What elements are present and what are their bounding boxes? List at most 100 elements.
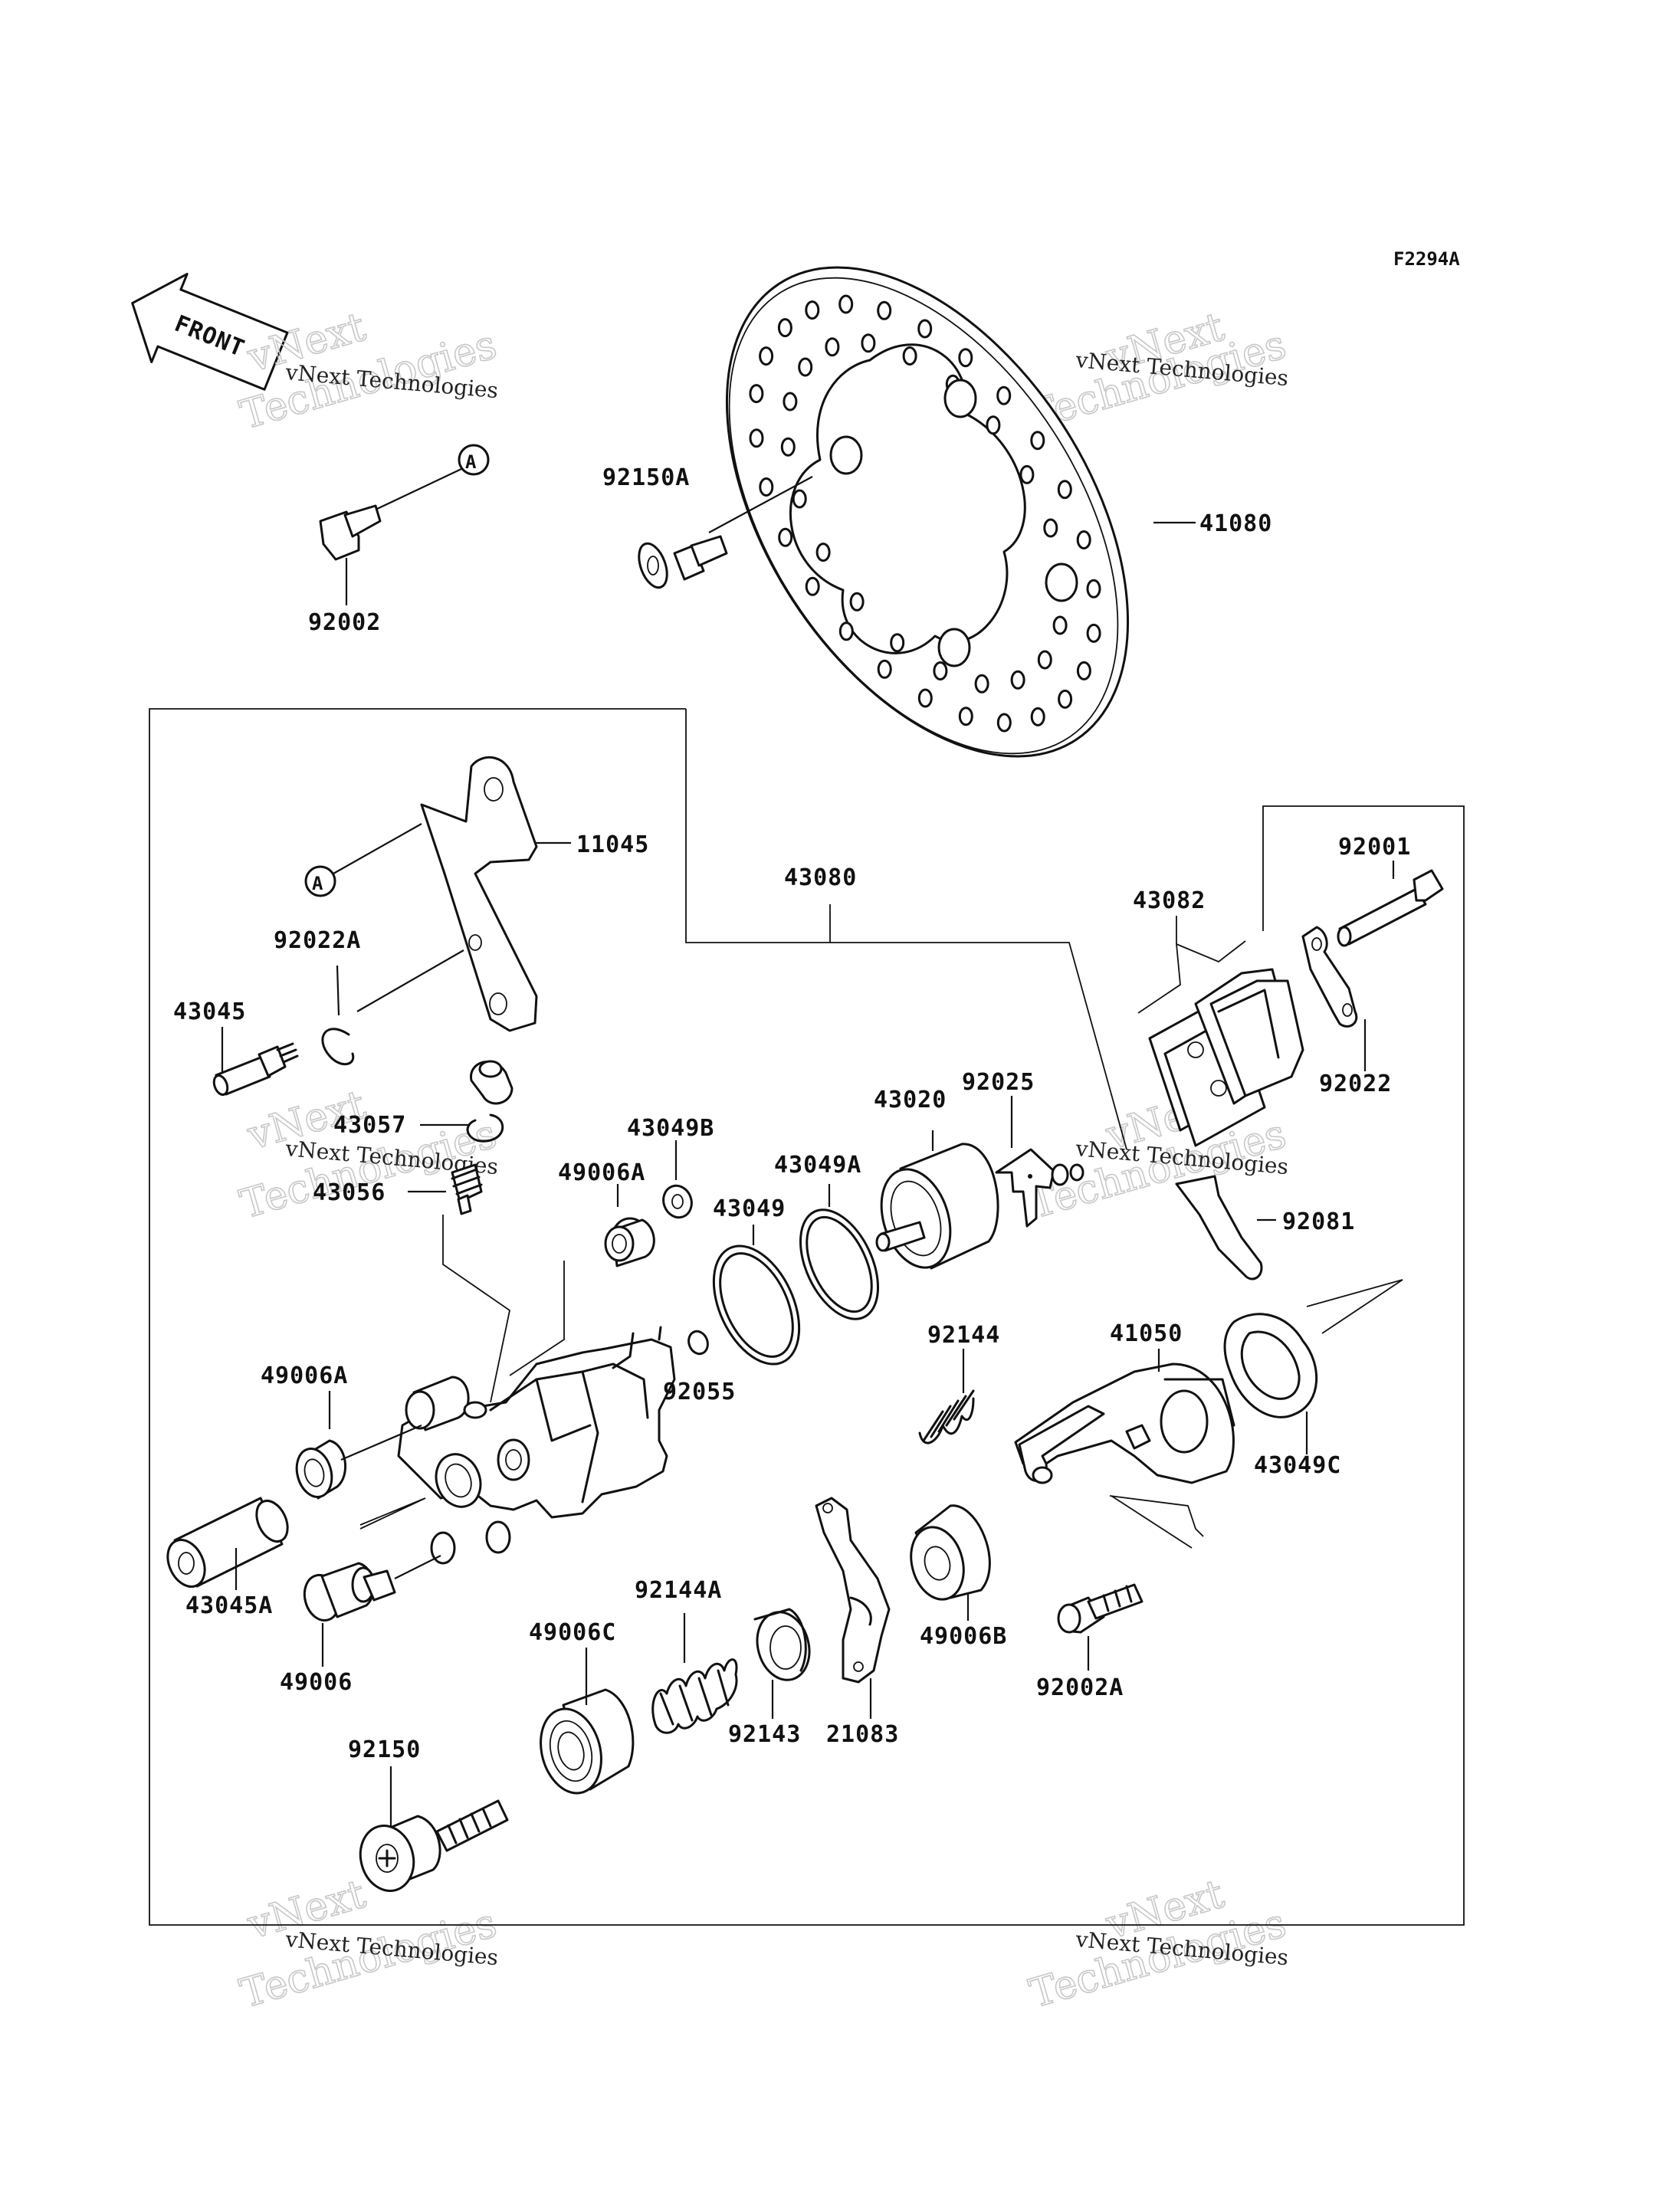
cap-92143 bbox=[753, 1608, 811, 1681]
caliper-lever-41050 bbox=[1014, 1362, 1235, 1484]
label-43045: 43045 bbox=[173, 998, 246, 1025]
label-92150A: 92150A bbox=[602, 464, 690, 491]
cap-bolt-49006 bbox=[303, 1562, 396, 1622]
dust-cap-49006C bbox=[540, 1688, 635, 1795]
spring-92144 bbox=[918, 1389, 975, 1444]
roller-49006B bbox=[910, 1504, 991, 1601]
bolt-92002 bbox=[319, 504, 382, 561]
washer-43049B bbox=[662, 1184, 693, 1219]
piston-43020 bbox=[875, 1143, 999, 1270]
disc-vent-hole bbox=[1086, 623, 1101, 643]
bleeder-valve-43056 bbox=[451, 1163, 483, 1215]
label-43049: 43049 bbox=[713, 1195, 786, 1222]
disc-vent-hole bbox=[805, 300, 820, 320]
ref-marker-a-bottom bbox=[304, 865, 336, 897]
seal-49006A-lower bbox=[295, 1439, 347, 1500]
disc-bolt-hole bbox=[937, 628, 971, 667]
assembly-outline bbox=[149, 708, 1465, 1926]
label-43045A: 43045A bbox=[185, 1592, 273, 1619]
disc-vent-hole bbox=[996, 713, 1012, 733]
bolt-92002A bbox=[1057, 1583, 1144, 1634]
disc-vent-hole bbox=[958, 348, 973, 368]
label-92022A: 92022A bbox=[274, 927, 361, 954]
disc-vent-hole bbox=[838, 294, 854, 314]
disc-vent-hole bbox=[861, 333, 876, 353]
disc-vent-hole bbox=[917, 319, 933, 339]
caliper-bracket-11045 bbox=[420, 756, 538, 1032]
brake-pads-43082 bbox=[1148, 968, 1304, 1147]
watermark-bottom-left: vNext Technologies vNext Technologies bbox=[235, 1871, 502, 2018]
label-92002A: 92002A bbox=[1036, 1674, 1124, 1701]
label-11045: 11045 bbox=[576, 831, 649, 858]
caliper-bolt-92150 bbox=[359, 1799, 509, 1892]
disc-bolt-hole bbox=[943, 379, 977, 418]
label-49006: 49006 bbox=[280, 1669, 353, 1696]
pad-bolt-92001 bbox=[1337, 869, 1444, 947]
disc-vent-hole bbox=[759, 346, 774, 366]
disc-vent-hole bbox=[974, 674, 989, 694]
seal-ring-43049 bbox=[712, 1244, 801, 1366]
clip-92022 bbox=[1301, 926, 1358, 1028]
label-43020: 43020 bbox=[874, 1087, 947, 1113]
ref-marker-a-top-label: A bbox=[465, 451, 477, 473]
disc-vent-hole bbox=[749, 384, 764, 404]
disc-vent-hole bbox=[1043, 518, 1058, 538]
pin-43045A bbox=[166, 1497, 289, 1588]
pin-43045 bbox=[212, 1042, 299, 1097]
label-43057: 43057 bbox=[333, 1112, 406, 1139]
label-43049C: 43049C bbox=[1254, 1452, 1341, 1479]
disc-vent-hole bbox=[1030, 707, 1045, 726]
label-43080: 43080 bbox=[784, 864, 857, 891]
disc-vent-hole bbox=[1058, 689, 1073, 709]
label-41080: 41080 bbox=[1199, 510, 1272, 537]
label-49006A-mid: 49006A bbox=[261, 1362, 348, 1389]
label-41050: 41050 bbox=[1110, 1320, 1183, 1347]
disc-vent-hole bbox=[958, 707, 973, 726]
disc-vent-hole bbox=[902, 346, 917, 366]
disc-vent-hole bbox=[917, 688, 933, 708]
gasket-43049C bbox=[1223, 1313, 1318, 1418]
watermark-top-left: vNext Technologies vNext Technologies bbox=[235, 303, 502, 439]
brake-disc bbox=[725, 266, 1130, 758]
label-92144: 92144 bbox=[927, 1322, 1000, 1349]
label-49006B: 49006B bbox=[920, 1623, 1007, 1650]
label-92025: 92025 bbox=[962, 1069, 1035, 1096]
disc-vent-hole bbox=[780, 437, 796, 457]
label-92022: 92022 bbox=[1319, 1071, 1392, 1097]
disc-vent-hole bbox=[815, 543, 831, 562]
disc-vent-hole bbox=[849, 592, 865, 612]
disc-vent-hole bbox=[1037, 650, 1052, 670]
disc-vent-hole bbox=[1086, 579, 1101, 598]
spring-plate-92025 bbox=[995, 1148, 1084, 1228]
disc-bolt-hole bbox=[1045, 562, 1078, 602]
disc-vent-hole bbox=[783, 392, 798, 412]
disc-bolt-hole bbox=[829, 435, 863, 475]
disc-vent-hole bbox=[933, 661, 948, 680]
watermark-top-right: vNext Technologies vNext Technologies bbox=[1024, 303, 1291, 439]
label-43049B: 43049B bbox=[627, 1115, 714, 1142]
seal-ring-43049A bbox=[799, 1208, 880, 1320]
diagram-code: F2294A bbox=[1393, 248, 1460, 270]
seal-49006A-upper bbox=[604, 1217, 655, 1267]
label-92144A: 92144A bbox=[635, 1577, 722, 1604]
front-arrow-icon: FRONT bbox=[131, 273, 289, 391]
o-ring-92055 bbox=[687, 1330, 709, 1356]
watermark-bottom-right: vNext Technologies vNext Technologies bbox=[1024, 1871, 1291, 2018]
disc-vent-hole bbox=[1076, 530, 1091, 549]
disc-vent-hole bbox=[777, 318, 792, 338]
label-92001: 92001 bbox=[1338, 834, 1411, 861]
ref-marker-a-top bbox=[458, 444, 490, 476]
disc-vent-hole bbox=[1019, 464, 1035, 484]
disc-vent-hole bbox=[825, 337, 840, 357]
disc-vent-hole bbox=[838, 621, 854, 641]
bleeder-cap-43057 bbox=[466, 1060, 514, 1143]
label-43082: 43082 bbox=[1133, 887, 1206, 914]
label-92143: 92143 bbox=[728, 1721, 801, 1748]
disc-vent-hole bbox=[749, 428, 764, 448]
label-21083: 21083 bbox=[826, 1721, 899, 1748]
disc-vent-hole bbox=[792, 489, 807, 509]
label-43049A: 43049A bbox=[774, 1152, 861, 1179]
pad-spring-92081 bbox=[1175, 1175, 1263, 1280]
disc-vent-hole bbox=[1030, 431, 1045, 451]
label-49006A-top: 49006A bbox=[558, 1159, 645, 1186]
